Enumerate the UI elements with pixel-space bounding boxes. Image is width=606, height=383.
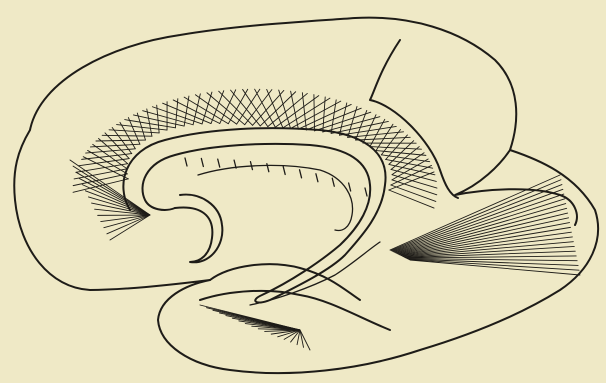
cingulum-fiber	[314, 95, 315, 131]
